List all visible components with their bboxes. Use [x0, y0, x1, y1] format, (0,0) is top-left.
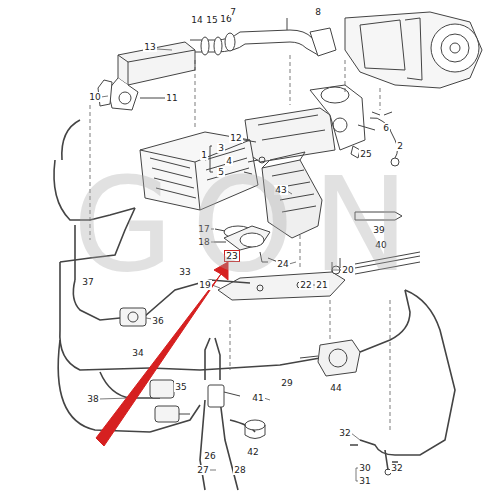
support-rail: [218, 258, 345, 300]
callout-number: 39: [372, 225, 385, 235]
callout-number: 18: [197, 237, 210, 247]
callout-number: 7: [229, 7, 237, 17]
callout-number: 23: [224, 250, 239, 262]
air-filter-housing: [140, 132, 258, 210]
turbocharger: [345, 12, 482, 88]
hose: [62, 120, 80, 160]
callout-number: 1: [200, 150, 208, 160]
vacuum-cap: [245, 420, 265, 439]
rods: [355, 252, 420, 274]
callout-number: 14: [190, 15, 203, 25]
callout-number: 15: [205, 15, 218, 25]
callout-number: 30: [358, 463, 371, 473]
callout-number: 29: [280, 378, 293, 388]
callout-number: 2: [396, 141, 404, 151]
callout-number: 37: [81, 277, 94, 287]
callout-number: 19: [198, 280, 211, 290]
temperature-sensor: [351, 112, 399, 166]
vacuum-valve: [150, 380, 190, 422]
callout-number: 42: [246, 447, 259, 457]
callout-number: 3: [217, 143, 225, 153]
callout-number: 41: [251, 393, 264, 403]
callout-number: 32: [390, 463, 403, 473]
callout-number: 6: [382, 123, 390, 133]
callout-number: 22: [299, 280, 312, 290]
callout-number: 33: [178, 267, 191, 277]
callout-number: 44: [329, 383, 342, 393]
egr-valve: [245, 85, 380, 162]
callout-number: 26: [203, 451, 216, 461]
callout-number: 38: [86, 394, 99, 404]
vacuum-reservoir: [300, 340, 360, 376]
vacuum-hoses: [54, 160, 410, 490]
callout-number: 10: [88, 92, 101, 102]
callout-number: 27: [196, 465, 209, 475]
callout-number: 34: [131, 348, 144, 358]
intake-pipe: [262, 152, 322, 238]
callout-number: 28: [233, 465, 246, 475]
assembly-lines: [90, 55, 390, 430]
callout-number: 25: [359, 149, 372, 159]
callout-number: 13: [143, 42, 156, 52]
callout-number: 32: [338, 428, 351, 438]
sealant-tube: [355, 212, 402, 220]
callout-number: 21: [315, 280, 328, 290]
callout-number: 12: [229, 133, 242, 143]
pipe-assembly: [350, 290, 455, 475]
callout-number: 17: [197, 224, 210, 234]
intake-flange: [214, 226, 278, 262]
leader-lines: [99, 49, 391, 481]
callout-number: 5: [217, 167, 225, 177]
callout-number: 40: [374, 240, 387, 250]
callout-number: 31: [358, 476, 371, 486]
callout-number: 11: [165, 93, 178, 103]
callout-number: 4: [225, 156, 233, 166]
callout-number: 35: [174, 382, 187, 392]
callout-number: 36: [151, 316, 164, 326]
callout-number: 20: [341, 265, 354, 275]
pointer-arrow: [96, 262, 228, 446]
callout-number: 8: [314, 7, 322, 17]
callout-number: 24: [276, 259, 289, 269]
egr-cooler: [98, 42, 195, 110]
solenoid-valve: [120, 308, 146, 326]
vacuum-connector: [208, 385, 240, 407]
callout-number: 43: [274, 185, 287, 195]
